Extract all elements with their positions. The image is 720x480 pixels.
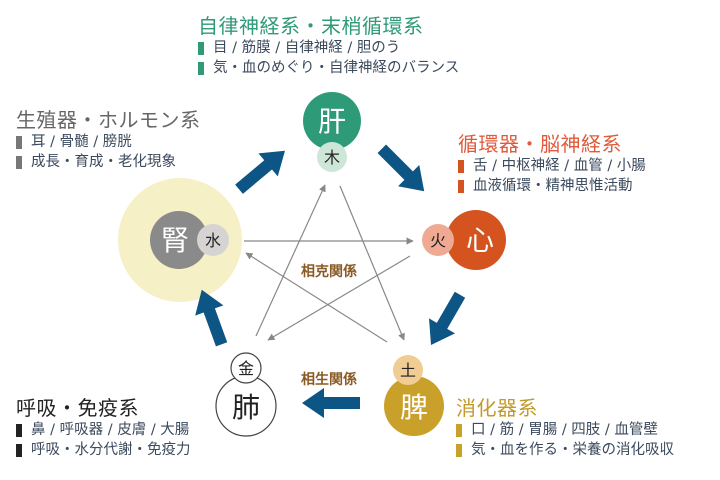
flow-arrow-spleen-lung bbox=[302, 388, 360, 418]
node-kidney[interactable]: 腎 水 bbox=[150, 211, 229, 269]
group-bottom-right-line: 気・血を作る・栄養の消化吸収 bbox=[456, 440, 674, 460]
group-right: 循環器・脳神経系 舌 / 中枢神経 / 血管 / 小腸 血液循環・精神思惟活動 bbox=[458, 132, 646, 196]
group-top-line-text: 目 / 筋膜 / 自律神経 / 胆のう bbox=[213, 40, 401, 56]
group-bottom-right-line-text: 口 / 筋 / 胃腸 / 四肢 / 血管壁 bbox=[471, 422, 658, 438]
control-arrow-heart-lung bbox=[267, 255, 411, 341]
wood-element-circle bbox=[317, 142, 347, 172]
group-right-line-text: 血液循環・精神思惟活動 bbox=[473, 178, 633, 194]
group-right-line-text: 舌 / 中枢神経 / 血管 / 小腸 bbox=[473, 158, 646, 174]
spleen-circle bbox=[384, 376, 444, 436]
group-bottom-left-line: 呼吸・水分代謝・免疫力 bbox=[16, 440, 191, 460]
group-right-line: 血液循環・精神思惟活動 bbox=[458, 176, 646, 196]
control-arrow-liver-spleen bbox=[339, 185, 405, 341]
group-right-title: 循環器・脳神経系 bbox=[458, 132, 622, 156]
lung-label: 肺 bbox=[232, 391, 260, 424]
bullet-marker bbox=[198, 41, 204, 55]
earth-element-label: 土 bbox=[400, 361, 416, 380]
bullet-marker bbox=[16, 135, 22, 149]
bullet-marker bbox=[458, 179, 464, 193]
group-top-line: 目 / 筋膜 / 自律神経 / 胆のう bbox=[198, 38, 459, 58]
group-left-line-text: 耳 / 骨髄 / 膀胱 bbox=[31, 134, 132, 150]
bullet-marker bbox=[198, 61, 204, 75]
metal-element-label: 金 bbox=[238, 359, 254, 378]
group-top-title: 自律神経系・末梢循環系 bbox=[198, 14, 424, 38]
control-arrow-lung-liver bbox=[255, 184, 326, 337]
kidney-label: 腎 bbox=[161, 224, 189, 257]
group-top-line: 気・血のめぐり・自律神経のバランス bbox=[198, 58, 459, 78]
wood-element-label: 木 bbox=[324, 148, 340, 167]
flow-arrow-heart-spleen bbox=[429, 291, 466, 345]
kidney-circle bbox=[150, 211, 208, 269]
node-heart[interactable]: 心 火 bbox=[422, 210, 506, 270]
heart-circle bbox=[446, 210, 506, 270]
bullet-marker bbox=[16, 423, 22, 437]
group-bottom-left-line: 鼻 / 呼吸器 / 皮膚 / 大腸 bbox=[16, 420, 191, 440]
group-bottom-right: 消化器系 口 / 筋 / 胃腸 / 四肢 / 血管壁 気・血を作る・栄養の消化吸… bbox=[456, 396, 674, 460]
group-bottom-left-line-text: 呼吸・水分代謝・免疫力 bbox=[31, 442, 191, 458]
bullet-marker bbox=[16, 443, 22, 457]
flow-arrow-lung-kidney bbox=[195, 289, 228, 347]
liver-label: 肝 bbox=[318, 105, 346, 138]
water-element-circle bbox=[197, 224, 229, 256]
water-element-label: 水 bbox=[205, 231, 221, 250]
control-relation-label: 相克関係 bbox=[301, 263, 357, 280]
group-bottom-right-line: 口 / 筋 / 胃腸 / 四肢 / 血管壁 bbox=[456, 420, 674, 440]
bullet-marker bbox=[456, 443, 462, 457]
node-liver[interactable]: 肝 木 bbox=[303, 92, 361, 172]
bullet-marker bbox=[16, 155, 22, 169]
earth-element-circle bbox=[393, 355, 423, 385]
group-bottom-left-line-text: 鼻 / 呼吸器 / 皮膚 / 大腸 bbox=[31, 422, 190, 438]
metal-element-circle bbox=[230, 352, 262, 384]
group-bottom-right-title: 消化器系 bbox=[456, 396, 538, 420]
group-bottom-right-line-text: 気・血を作る・栄養の消化吸収 bbox=[471, 442, 674, 458]
control-arrow-spleen-kidney bbox=[245, 252, 388, 343]
group-left-line-text: 成長・育成・老化現象 bbox=[31, 154, 176, 170]
bullet-marker bbox=[458, 159, 464, 173]
node-spleen[interactable]: 脾 土 bbox=[384, 355, 444, 436]
node-lung[interactable]: 肺 金 bbox=[215, 352, 277, 437]
fire-element-circle bbox=[422, 224, 454, 256]
bullet-marker bbox=[456, 423, 462, 437]
control-star bbox=[244, 184, 414, 343]
group-right-line: 舌 / 中枢神経 / 血管 / 小腸 bbox=[458, 156, 646, 176]
spleen-label: 脾 bbox=[400, 391, 428, 424]
group-left-line: 耳 / 骨髄 / 膀胱 bbox=[16, 132, 201, 152]
group-top-line-text: 気・血のめぐり・自律神経のバランス bbox=[213, 60, 460, 76]
group-left-title: 生殖器・ホルモン系 bbox=[16, 108, 201, 132]
heart-label: 心 bbox=[466, 224, 494, 257]
group-left: 生殖器・ホルモン系 耳 / 骨髄 / 膀胱 成長・育成・老化現象 bbox=[16, 108, 201, 172]
liver-circle bbox=[303, 92, 361, 150]
flow-arrow-kidney-liver bbox=[235, 150, 285, 194]
group-left-line: 成長・育成・老化現象 bbox=[16, 152, 201, 172]
group-bottom-left: 呼吸・免疫系 鼻 / 呼吸器 / 皮膚 / 大腸 呼吸・水分代謝・免疫力 bbox=[16, 396, 191, 460]
flow-arrow-liver-heart bbox=[377, 144, 425, 192]
group-bottom-left-title: 呼吸・免疫系 bbox=[16, 396, 139, 420]
fire-element-label: 火 bbox=[430, 231, 446, 250]
generation-relation-label: 相生関係 bbox=[301, 371, 357, 388]
group-top: 自律神経系・末梢循環系 目 / 筋膜 / 自律神経 / 胆のう 気・血のめぐり・… bbox=[198, 14, 459, 78]
